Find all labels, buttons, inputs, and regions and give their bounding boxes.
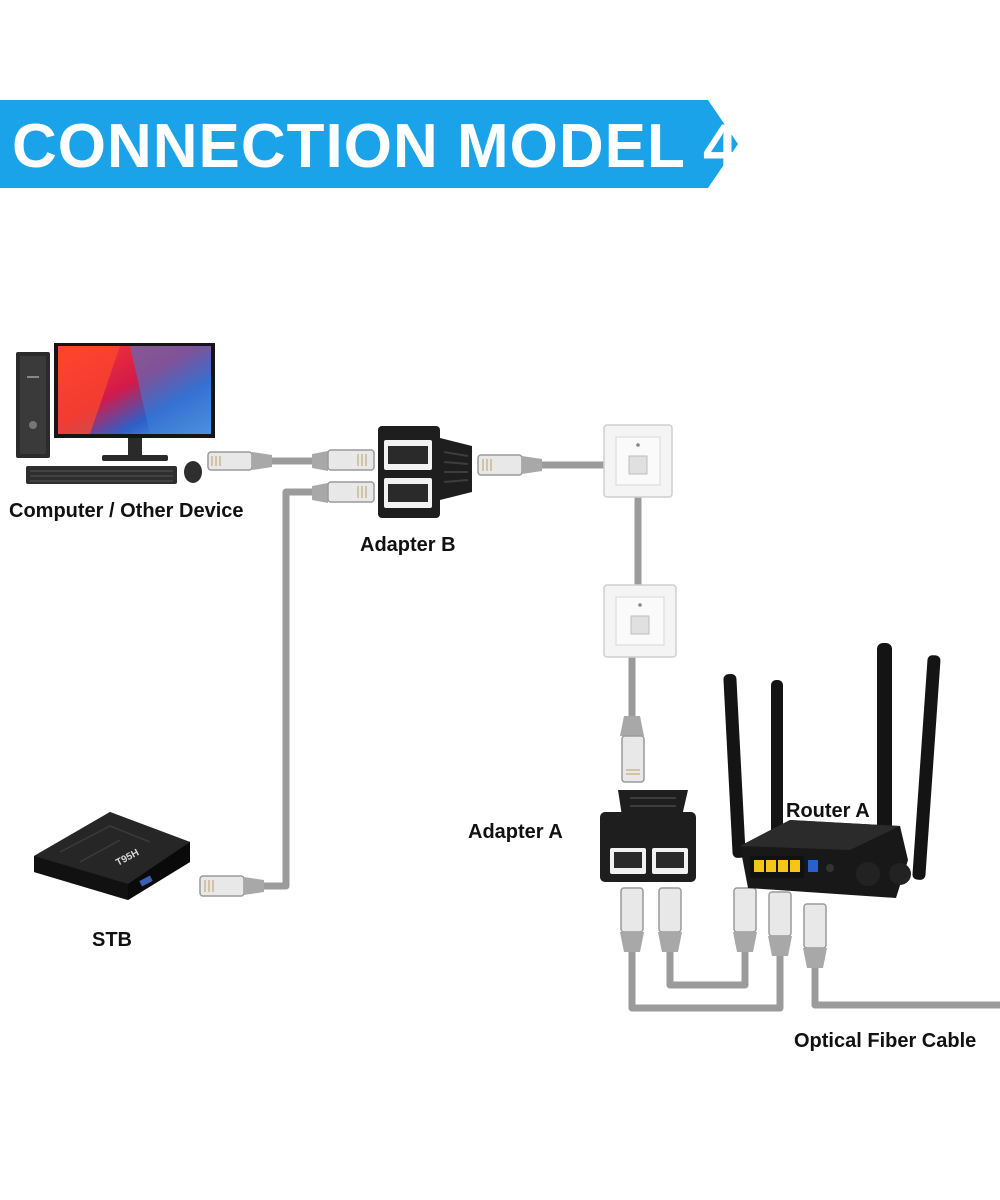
adapter-b-splitter-icon	[378, 426, 472, 518]
wall-plate-icon	[603, 424, 673, 498]
wall-plate-icon	[603, 584, 677, 658]
rj45-plug-icon	[312, 481, 375, 503]
computer-label: Computer / Other Device	[9, 500, 244, 522]
header-banner	[0, 100, 738, 188]
rj45-plug-icon	[620, 887, 644, 952]
rj45-plug-icon	[312, 449, 375, 471]
rj45-plug-icon	[620, 716, 645, 783]
router-a-icon	[723, 643, 941, 898]
cables	[262, 457, 1000, 1012]
adapter-a-splitter-icon	[600, 790, 696, 882]
rj45-plug-icon	[477, 454, 542, 476]
rj45-plug-icon	[733, 887, 757, 952]
optical-fiber-label: Optical Fiber Cable	[794, 1030, 977, 1052]
rj45-plug-icon	[207, 451, 272, 471]
adapter-b-label: Adapter B	[360, 534, 456, 556]
rj45-plug-icon	[199, 875, 264, 897]
computer-icon	[16, 343, 215, 484]
rj45-plug-icon	[803, 903, 827, 968]
stb-box-icon: T95H	[34, 812, 190, 900]
router-a-label: Router A	[786, 800, 870, 822]
adapter-a-label: Adapter A	[468, 821, 563, 843]
rj45-plug-icon	[658, 887, 682, 952]
stb-label: STB	[92, 929, 132, 951]
rj45-plug-icon	[768, 891, 792, 956]
page-title: CONNECTION MODEL 4	[12, 112, 739, 181]
